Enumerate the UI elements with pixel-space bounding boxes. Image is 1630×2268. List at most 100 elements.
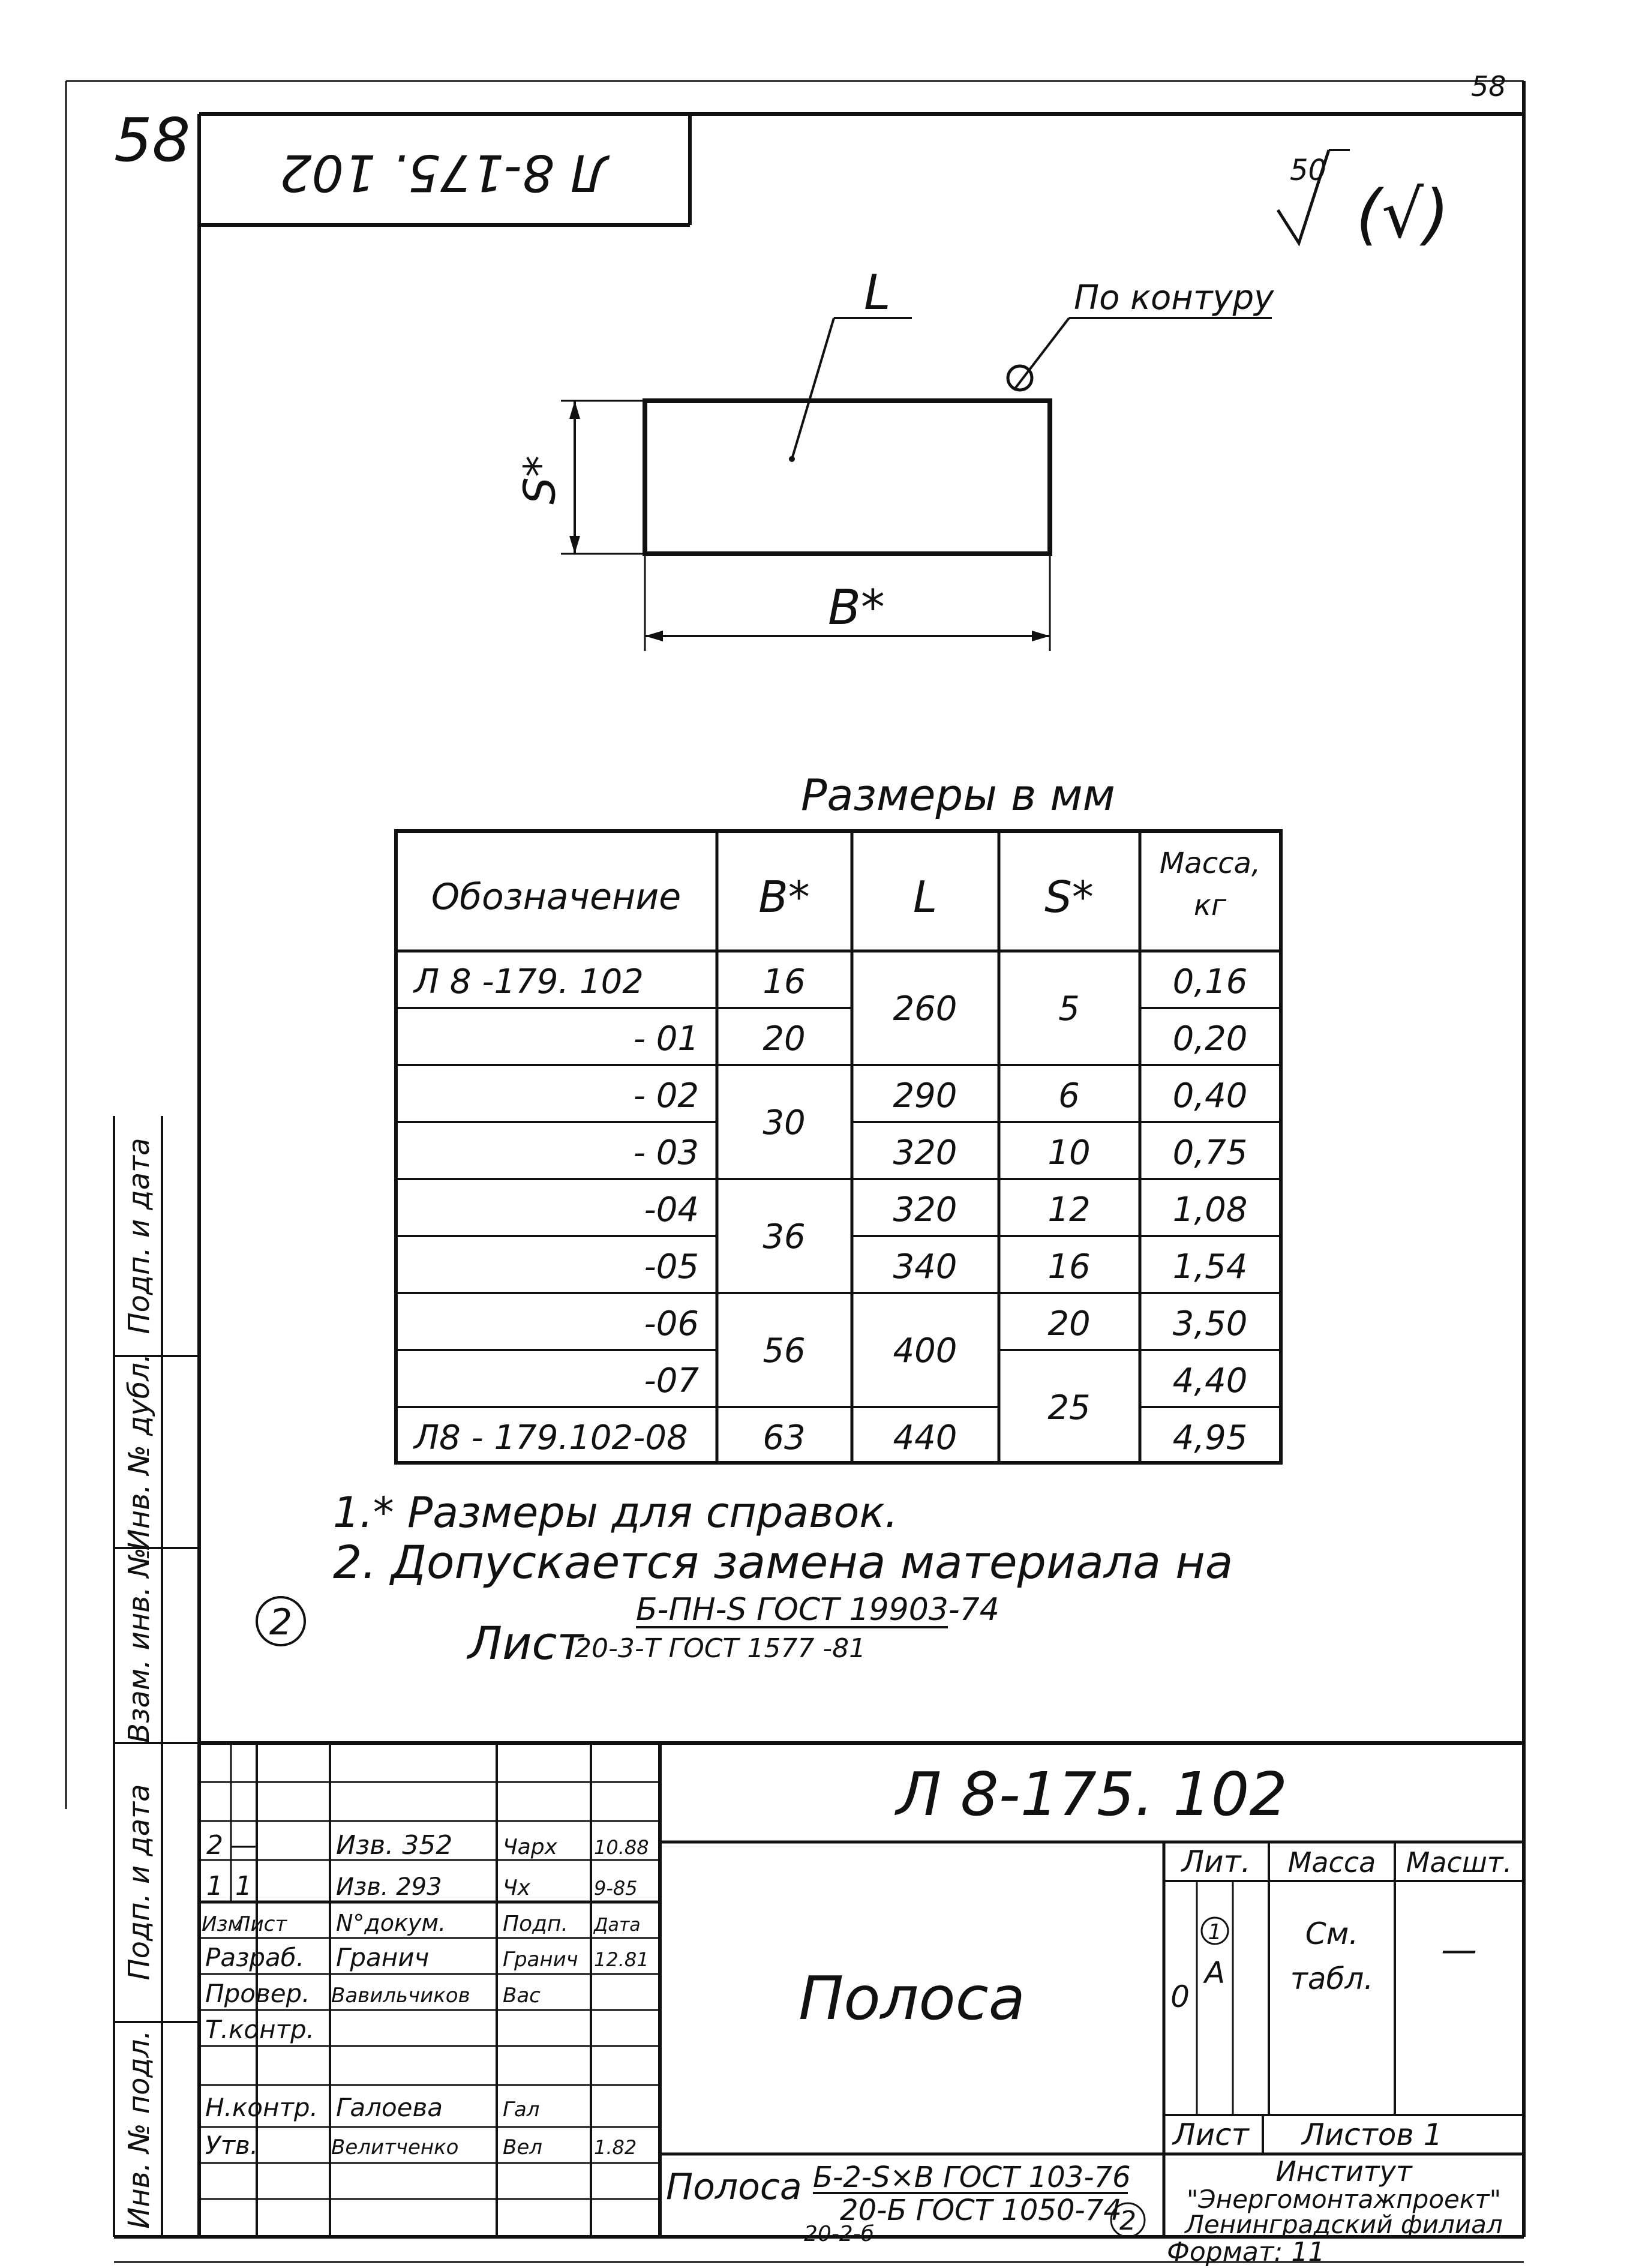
table-mass-4: 1,08	[1173, 1190, 1248, 1229]
table-header-S: S*	[1044, 872, 1094, 922]
institute-line3: Ленинградский филиал	[1184, 2210, 1502, 2239]
rev-0-list: —	[230, 1830, 257, 1861]
side-stamp-inv-dup: Инв. № дубл.	[122, 1354, 156, 1550]
note-material-prefix: Лист	[466, 1616, 585, 1670]
role-1-sign: Вас	[503, 1984, 541, 2008]
table-header-designation: Обозначение	[431, 876, 681, 918]
table-header-mass-line2: кг	[1194, 889, 1227, 922]
rev-0-izm: 2	[206, 1830, 223, 1861]
role-5-sign: Вел	[503, 2135, 542, 2159]
role-2: Т.контр.	[205, 2015, 314, 2044]
lit-circle	[1200, 1916, 1229, 1945]
table-designation-1: - 01	[634, 1019, 699, 1058]
rev-header-date: Дата	[593, 1915, 641, 1936]
table-mass-7: 4,40	[1173, 1361, 1248, 1400]
table-mass-3: 0,75	[1173, 1133, 1248, 1172]
table-header-mass-line1: Масса,	[1160, 847, 1260, 880]
lit-value-1: А	[1203, 1955, 1225, 1990]
table-L-4: 340	[893, 1247, 957, 1286]
lit-circle-value: 1	[1208, 1920, 1222, 1945]
table-designation-5: -05	[644, 1247, 699, 1286]
table-mass-8: 4,95	[1173, 1418, 1248, 1457]
role-0-sign: Гранич	[503, 1948, 578, 1972]
rev-0-doc: Изв. 352	[336, 1830, 452, 1861]
rev-header-izm: Изм	[202, 1912, 243, 1936]
roughness-value: 50	[1290, 154, 1326, 187]
rev-1-list: 1	[235, 1871, 252, 1901]
role-5-date: 1.82	[594, 2136, 637, 2159]
table-mass-2: 0,40	[1173, 1076, 1248, 1115]
table-L-5: 400	[893, 1331, 957, 1370]
table-S-5: 20	[1047, 1304, 1090, 1343]
label-L: L	[864, 265, 891, 320]
rev-1-izm: 1	[206, 1871, 223, 1901]
tb-material-prefix: Полоса	[666, 2166, 802, 2208]
side-stamp	[114, 1116, 199, 2237]
table-designation-2: - 02	[634, 1076, 699, 1115]
rev-header-doc: N°докум.	[336, 1910, 446, 1936]
dimension-table	[394, 829, 1283, 1465]
role-1: Провер.	[205, 1979, 310, 2008]
role-4-name: Галоева	[336, 2093, 443, 2122]
table-mass-0: 0,16	[1173, 962, 1248, 1001]
rev-1-date: 9-85	[594, 1877, 638, 1900]
table-S-4: 16	[1047, 1247, 1090, 1286]
role-1-name: Вавильчиков	[331, 1984, 470, 2008]
part-drawing: L По контуру S* B*	[515, 265, 1274, 651]
table-mass-1: 0,20	[1173, 1019, 1248, 1058]
roughness-symbol: 50 (√)	[1276, 149, 1449, 253]
table-designation-4: -04	[644, 1190, 699, 1229]
table-L-3: 320	[893, 1190, 957, 1229]
tb-material-bottom: 20-Б ГОСТ 1050-74	[840, 2194, 1122, 2227]
tb-material-sub: 20-2-б	[804, 2222, 874, 2246]
sheet-label: Лист	[1172, 2117, 1250, 2152]
table-header-B: B*	[758, 872, 809, 922]
role-0-date: 12.81	[594, 1948, 649, 1971]
label-contour: По контуру	[1074, 278, 1274, 317]
table-designation-0: Л 8 -179. 102	[413, 962, 644, 1001]
rev-header-sign: Подп.	[503, 1912, 568, 1936]
tb-circle-mark-label: 2	[1119, 2206, 1136, 2236]
rev-1-sign: Чх	[503, 1876, 531, 1900]
table-S-3: 12	[1047, 1190, 1090, 1229]
label-B: B*	[828, 580, 885, 635]
page-number-inner: 58	[1471, 70, 1506, 103]
side-stamp-inv-orig: Инв. № подл.	[122, 2030, 156, 2228]
table-S-1: 6	[1058, 1076, 1080, 1115]
title-part-name: Полоса	[799, 1963, 1025, 2033]
table-B-3: 36	[763, 1217, 805, 1256]
institute-line1: Институт	[1275, 2155, 1412, 2188]
circle-mark	[256, 1596, 306, 1646]
title-block	[199, 1741, 1524, 2237]
page-number-outer: 58	[114, 105, 190, 175]
table-mass-5: 1,54	[1173, 1247, 1248, 1286]
role-0: Разраб.	[205, 1943, 304, 1972]
tb-circle-mark	[1110, 2202, 1146, 2238]
lit-value-0: 0	[1170, 1979, 1190, 2014]
top-code-box: Л 8-175. 102	[199, 114, 692, 227]
table-B-1: 20	[763, 1019, 805, 1058]
tb-material-top: Б-2-S×В ГОСТ 103-76	[813, 2161, 1131, 2194]
institute-line2: "Энергомонтажпроект"	[1187, 2185, 1501, 2214]
note-material-bottom: 20-3-Т ГОСТ 1577 -81	[575, 1633, 866, 1664]
format-label: Формат: 11	[1167, 2237, 1325, 2267]
role-5-name: Велитченко	[331, 2135, 458, 2159]
note-2: 2. Допускается замена материала на	[333, 1535, 1233, 1589]
circle-mark-label: 2	[269, 1601, 292, 1643]
scale-value: —	[1441, 1929, 1477, 1971]
mass-value-line1: См.	[1305, 1916, 1359, 1951]
table-S-0: 5	[1058, 989, 1080, 1028]
table-designation-8: Л8 - 179.102-08	[413, 1418, 688, 1457]
role-5: Утв.	[205, 2131, 258, 2160]
label-S: S*	[515, 455, 565, 505]
table-caption: Размеры в мм	[801, 770, 1115, 820]
roughness-note: (√)	[1356, 176, 1449, 253]
table-mass-6: 3,50	[1173, 1304, 1248, 1343]
side-stamp-sign-date-1: Подп. и дата	[122, 1138, 156, 1334]
table-designation-3: - 03	[634, 1133, 699, 1172]
rev-header-list: Лист	[234, 1912, 287, 1936]
part-rectangle	[643, 398, 1052, 556]
title-doc-code: Л 8-175. 102	[894, 1759, 1287, 1829]
table-B-0: 16	[763, 962, 805, 1001]
